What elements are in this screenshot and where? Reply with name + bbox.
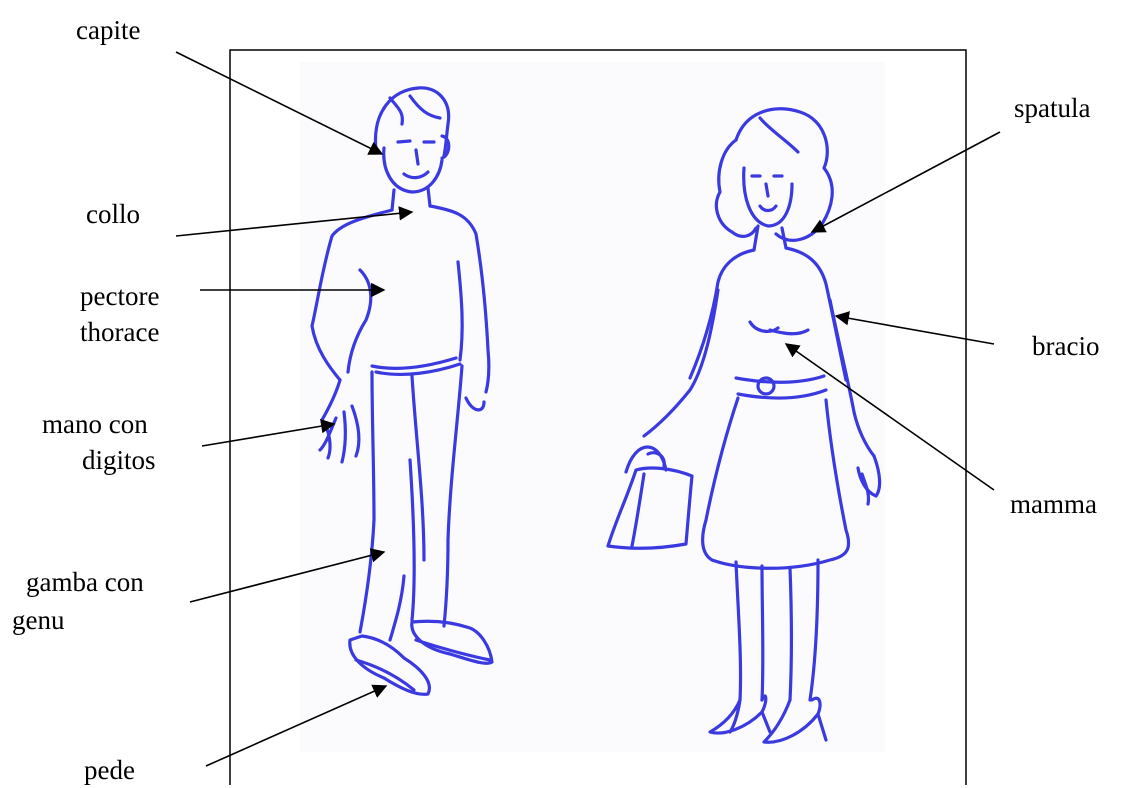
label-genu: genu <box>12 602 64 638</box>
label-bracio-text: bracio <box>1032 328 1099 364</box>
label-capite: capite <box>76 12 140 48</box>
label-gamba-line1: gamba con <box>26 564 144 600</box>
paper-background <box>300 62 885 752</box>
label-pede-text: pede <box>84 752 135 788</box>
label-collo-text: collo <box>86 196 140 232</box>
label-pectore-line1: pectore <box>80 278 159 314</box>
label-mano: mano con digitos <box>42 406 156 478</box>
label-gamba: gamba con <box>26 564 144 600</box>
label-mamma: mamma <box>1010 486 1097 522</box>
label-mamma-text: mamma <box>1010 486 1097 522</box>
label-mano-line2: digitos <box>42 442 156 478</box>
label-pectore: pectore thorace <box>80 278 159 350</box>
label-collo: collo <box>86 196 140 232</box>
label-bracio: bracio <box>1032 328 1099 364</box>
label-pectore-line2: thorace <box>80 314 159 350</box>
label-spatula: spatula <box>1014 90 1090 126</box>
label-pede: pede <box>84 752 135 788</box>
label-spatula-text: spatula <box>1014 90 1090 126</box>
label-capite-text: capite <box>76 12 140 48</box>
label-gamba-line2: genu <box>12 602 64 638</box>
label-mano-line1: mano con <box>42 406 156 442</box>
